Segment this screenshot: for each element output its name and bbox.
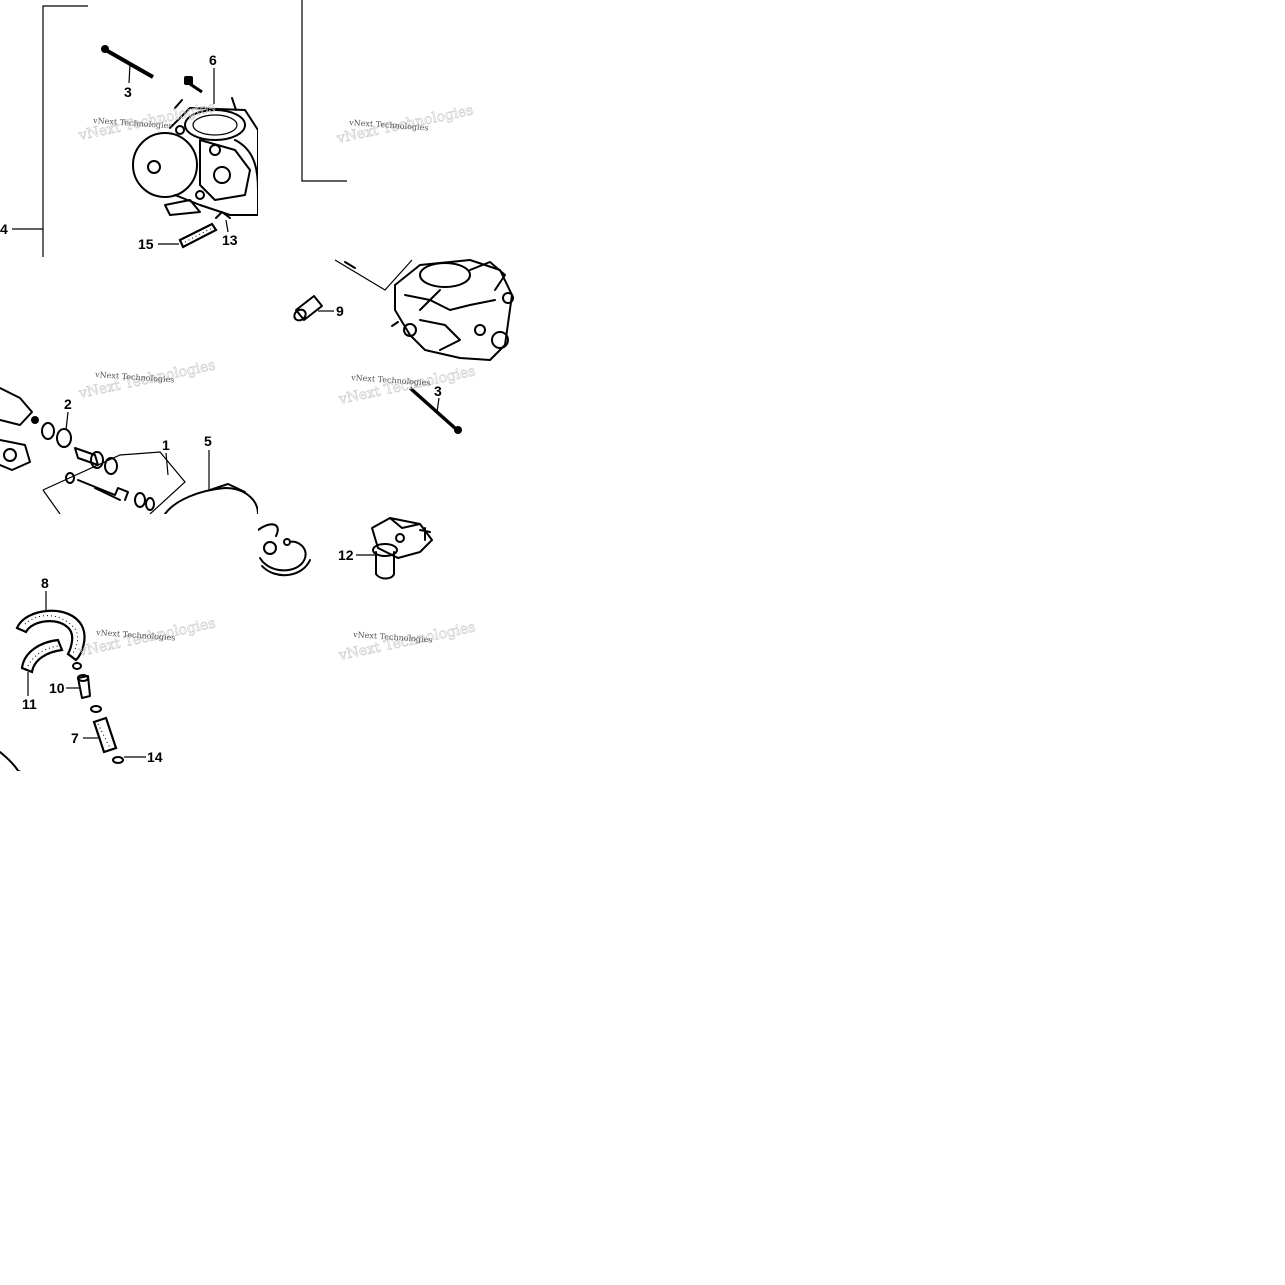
- leader-2: [65, 411, 69, 431]
- callout-3b: 3: [434, 383, 442, 399]
- callout-14: 14: [147, 749, 163, 765]
- bracket-line-4: [42, 5, 88, 257]
- fuel-pipe-part-1: [65, 472, 155, 511]
- hose-part-15: [178, 222, 218, 249]
- callout-13: 13: [222, 232, 238, 248]
- hose-part-7: [92, 716, 118, 754]
- callout-6: 6: [209, 52, 217, 68]
- callout-11: 11: [22, 696, 37, 712]
- bracket-box-1: [42, 451, 186, 514]
- carburetor-side-body: [334, 259, 514, 361]
- callout-15: 15: [138, 236, 154, 252]
- pipe-part-10: [72, 662, 91, 699]
- screw-part-3: [101, 45, 154, 79]
- tile-fuel-pump: FR. 12 vNext Technologies vNext Technolo…: [230, 517, 477, 664]
- callout-9: 9: [336, 303, 344, 319]
- leader-3a: [128, 63, 131, 84]
- fuel-pump-part-12: [371, 517, 433, 580]
- hose-loop-part: [259, 540, 307, 572]
- o-ring-part-2: [41, 422, 72, 448]
- partial-carburetor-left: [0, 387, 33, 471]
- carburetor-body: [132, 97, 258, 216]
- hose-part-8: [15, 609, 86, 662]
- clip-part-upper-7: [90, 705, 102, 713]
- callout-10: 10: [49, 680, 65, 696]
- front-direction-indicator: FR.: [230, 523, 279, 555]
- leader-13: [225, 219, 229, 233]
- tile-carburetor-side: 9 3 vNext Technologies vNext Technologie…: [293, 259, 514, 434]
- clip-part-14: [112, 756, 124, 764]
- tile-fuel-joint: 2 1 5 vNext Technologies vNext Technolog…: [0, 357, 258, 514]
- callout-4: 4: [0, 221, 8, 237]
- clip-part-13: [215, 211, 231, 219]
- carburetor-part-5: [164, 487, 258, 514]
- joint-pipe-part: [74, 447, 118, 475]
- screw-part-6: [184, 76, 203, 94]
- leader-1: [165, 452, 169, 476]
- callout-8: 8: [41, 575, 49, 591]
- tile-bracket: vNext Technologies vNext Technologies: [301, 0, 475, 182]
- screw-part-3-lower: [408, 386, 462, 434]
- hose-part-11: [20, 638, 64, 674]
- callout-5: 5: [204, 433, 212, 449]
- bracket-line-top: [301, 0, 347, 182]
- partial-part-lower-left: [0, 751, 20, 771]
- tile-carburetor-assembly: 3 6 4 15 13 vNext Technologies vNext Tec…: [0, 5, 258, 257]
- callout-3a: 3: [124, 84, 132, 100]
- leader-3b: [436, 397, 440, 413]
- tile-hoses: 8 11 10 7 14 vNext Technologies vNext Te…: [0, 575, 217, 771]
- callout-7: 7: [71, 730, 79, 746]
- tube-part-9: [293, 295, 323, 322]
- callout-2: 2: [64, 396, 72, 412]
- callout-12: 12: [338, 547, 354, 563]
- callout-1: 1: [162, 437, 170, 453]
- direction-label: FR.: [230, 528, 257, 551]
